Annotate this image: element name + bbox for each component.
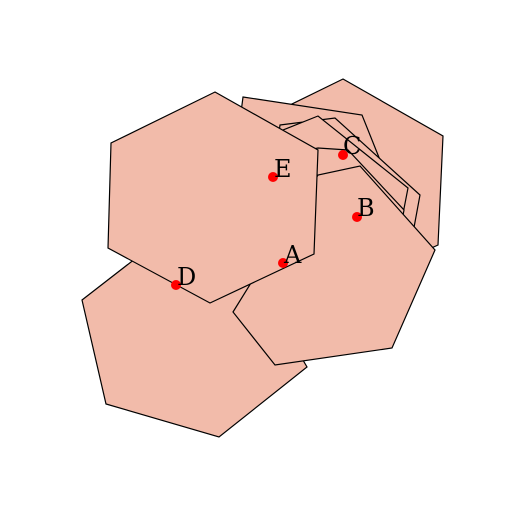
label-e: E <box>274 155 292 183</box>
polygon-right-large <box>232 165 436 366</box>
hexagon-left-main <box>107 91 319 304</box>
point-d <box>171 280 181 290</box>
point-b <box>352 212 362 222</box>
point-e <box>268 172 278 182</box>
point-c <box>338 150 348 160</box>
label-a: A <box>283 241 302 269</box>
point-a <box>278 258 288 268</box>
label-d: D <box>177 263 196 291</box>
label-b: B <box>357 194 375 222</box>
label-c: C <box>343 132 361 160</box>
